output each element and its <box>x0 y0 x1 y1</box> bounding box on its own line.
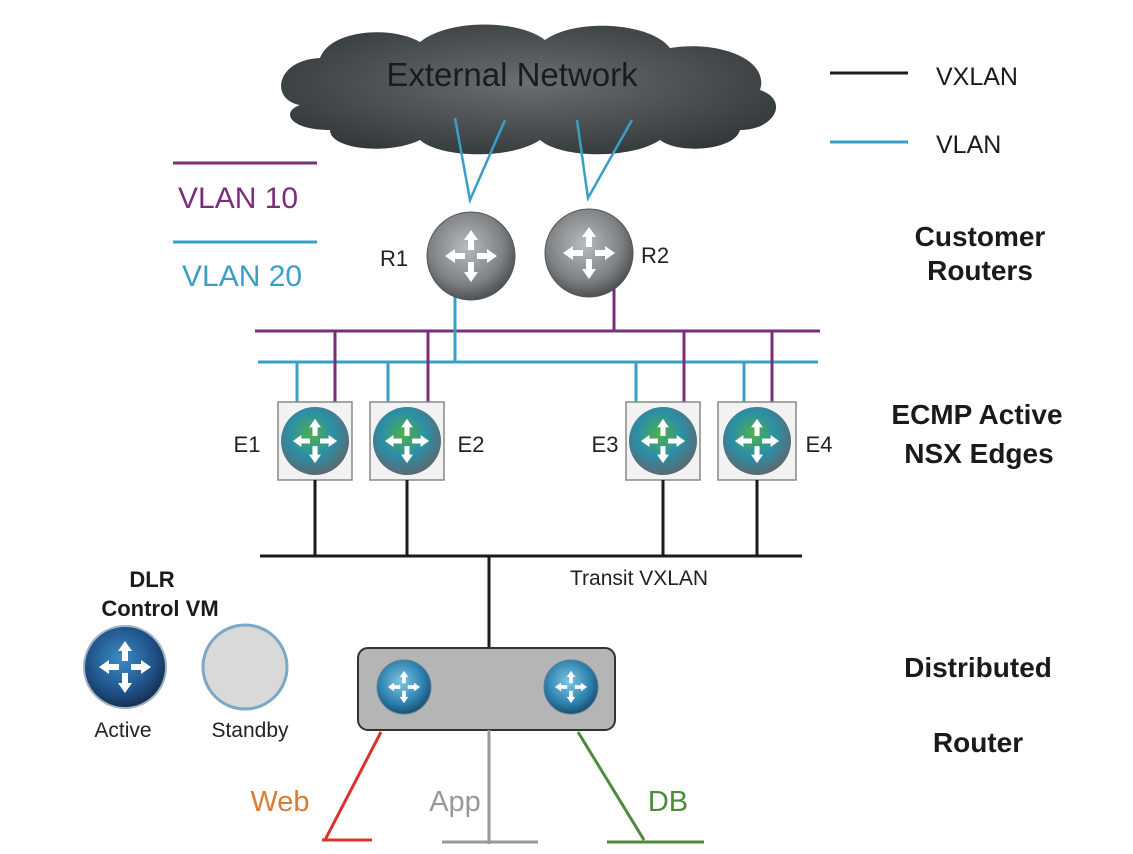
heading-ecmp-line2: NSX Edges <box>904 438 1053 469</box>
edge-label-e2: E2 <box>458 432 485 457</box>
router-icon <box>426 211 516 301</box>
edge-label-e4: E4 <box>806 432 833 457</box>
router-uplinks <box>453 117 634 205</box>
router-icon <box>544 208 634 298</box>
legend-vlan20-label: VLAN 20 <box>182 260 302 293</box>
cloud-icon <box>281 24 777 155</box>
heading-ecmp-line1: ECMP Active <box>891 399 1062 430</box>
router-icon <box>376 659 432 715</box>
app-segment <box>442 730 538 844</box>
transit-vxlan-links <box>260 480 802 648</box>
web-segment <box>322 731 383 842</box>
router-label-r1: R1 <box>380 246 408 271</box>
edge-label-e3: E3 <box>592 432 619 457</box>
segment-label-app: App <box>429 786 481 818</box>
router-icon <box>543 659 599 715</box>
segment-label-db: DB <box>648 786 688 818</box>
nsx-edge-icon <box>625 401 701 481</box>
edge-drops <box>295 331 774 402</box>
heading-distributed-line2: Router <box>933 727 1023 758</box>
cloud-label: External Network <box>386 56 638 93</box>
legend-vlan10-label: VLAN 10 <box>178 182 298 215</box>
heading-customer-line2: Routers <box>927 255 1033 286</box>
legend-vxlan-label: VXLAN <box>936 63 1018 91</box>
nsx-edge-icon <box>277 401 353 481</box>
dlr-active-label: Active <box>94 719 151 742</box>
transit-vxlan-label: Transit VXLAN <box>570 567 708 590</box>
legend-vlan-label: VLAN <box>936 131 1001 159</box>
dlr-standby-circle-icon <box>201 623 289 711</box>
dlr-active-router-icon <box>83 625 167 709</box>
db-segment <box>576 731 704 844</box>
dlr-control-title-line2: Control VM <box>101 596 218 621</box>
heading-customer-line1: Customer <box>915 221 1046 252</box>
nsx-edge-icon <box>717 401 797 481</box>
edge-label-e1: E1 <box>234 432 261 457</box>
dlr-standby-label: Standby <box>211 719 289 742</box>
nsx-edge-icon <box>369 401 445 481</box>
dlr-control-title-line1: DLR <box>129 567 174 592</box>
heading-distributed-line1: Distributed <box>904 652 1052 683</box>
router-label-r2: R2 <box>641 243 669 268</box>
segment-label-web: Web <box>250 786 309 818</box>
